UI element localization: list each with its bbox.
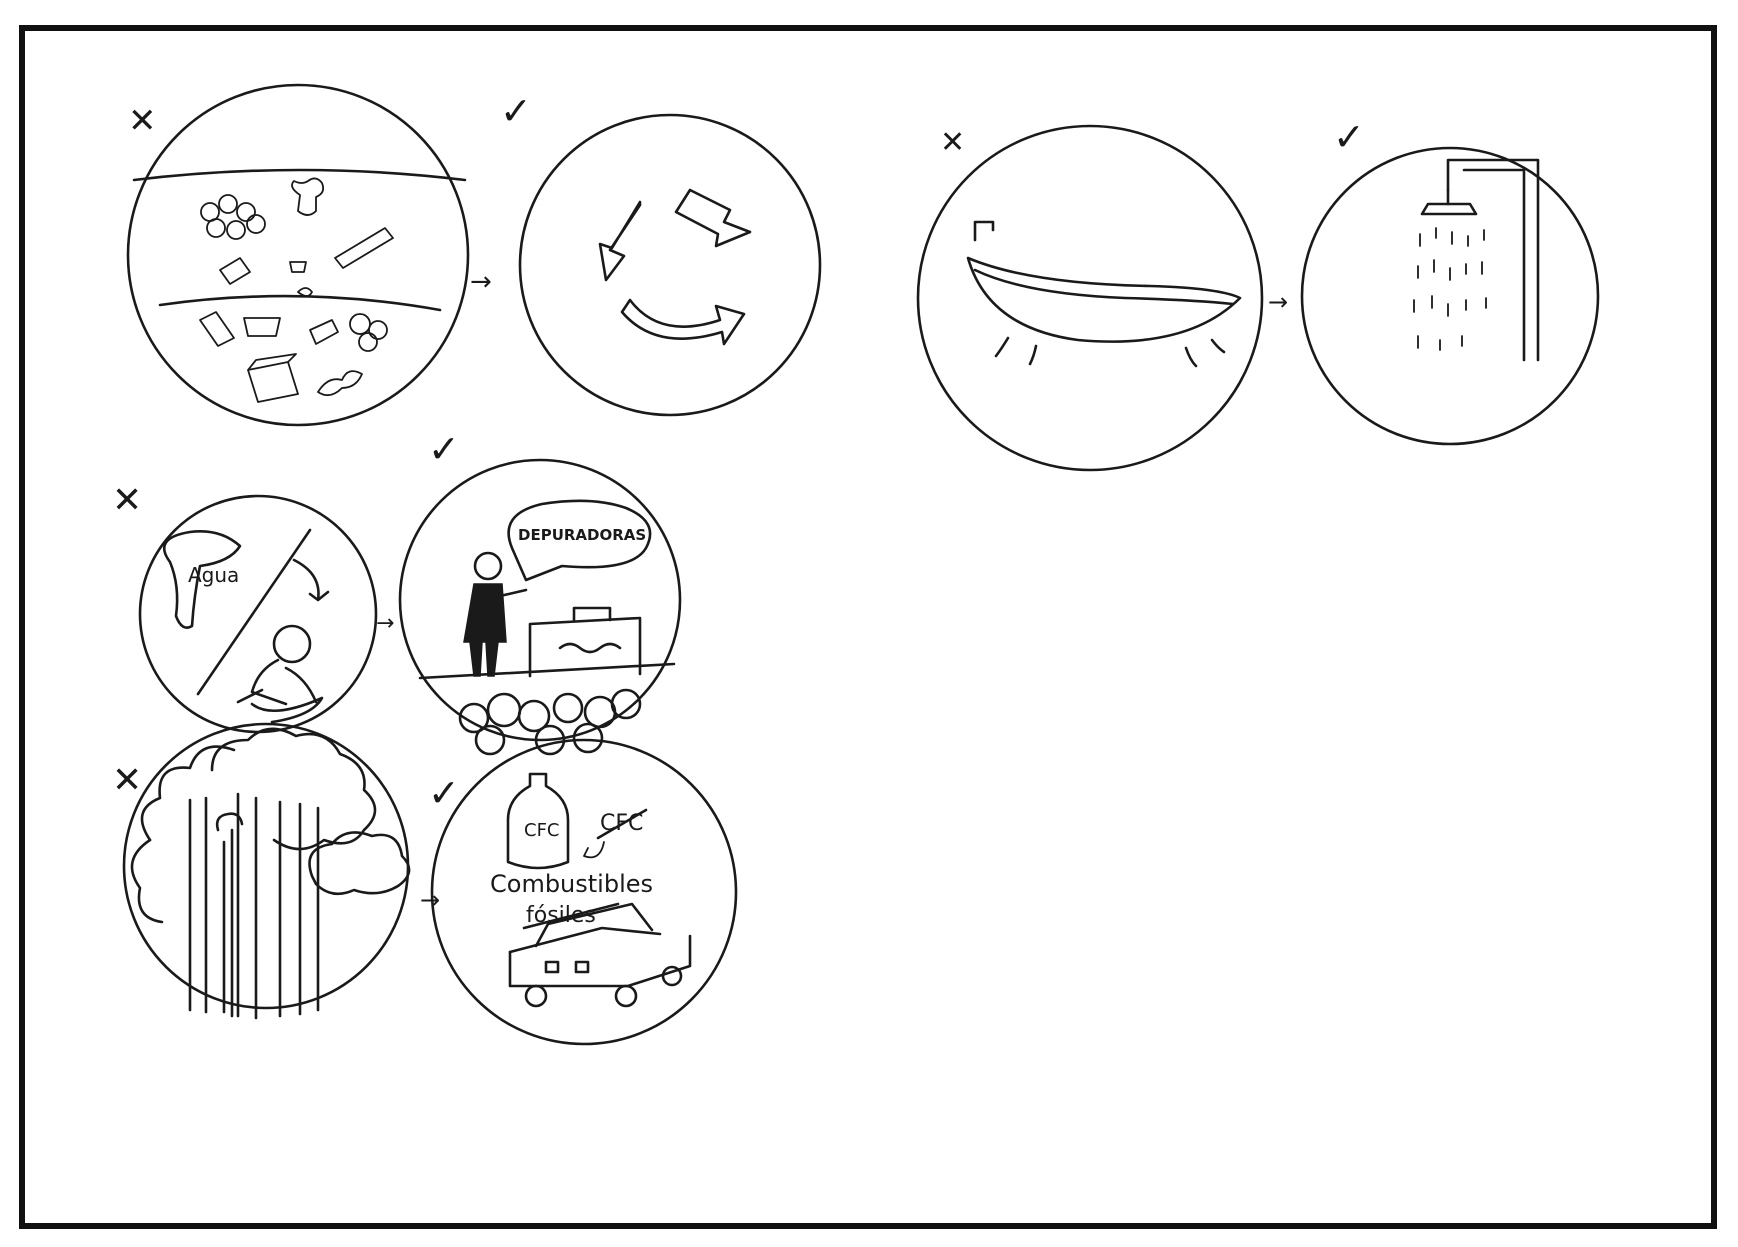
bottle-icon [506, 772, 570, 870]
trash-icon [199, 177, 394, 403]
speaker-icon [463, 551, 528, 677]
panel-factory-smoke [122, 722, 411, 1020]
bad-mark: ✕ [128, 101, 157, 141]
speech-bubble-text: DEPURADORAS [518, 526, 646, 544]
smoke-cloud-icon [130, 727, 411, 924]
vehicle-icon [508, 902, 692, 1008]
bad-mark: ✕ [940, 125, 965, 160]
panel-clean-transport: CFC CFC Combustibles fósiles [430, 738, 738, 1046]
agua-label: Agua [188, 563, 239, 587]
bad-mark: ✕ [112, 480, 142, 521]
good-mark: ✓ [1333, 115, 1365, 159]
shower-icon [1420, 158, 1540, 362]
arrow-right: → [420, 886, 440, 914]
good-mark: ✓ [428, 771, 460, 815]
pair-recycling: ✕ ✓ → [126, 83, 822, 427]
bathtub-icon [966, 220, 1242, 368]
good-mark: ✓ [500, 89, 532, 133]
bad-mark: ✕ [112, 760, 142, 801]
arrow-right: → [376, 611, 394, 636]
panel-recycle [518, 113, 822, 417]
pair-shower: ✕ ✓ → [916, 115, 1600, 472]
panel-bathtub [916, 124, 1264, 472]
pair-treatment: ✕ ✓ Agua → DEPURADORAS [112, 427, 682, 756]
smokestack-icon [188, 792, 320, 1020]
recycle-icon [598, 188, 752, 346]
good-mark: ✓ [428, 427, 460, 471]
sheet-frame [19, 25, 1717, 1229]
plant-building-icon [528, 606, 642, 678]
panel-treatment-plant: DEPURADORAS [398, 458, 682, 756]
person-icon [236, 624, 324, 724]
fuel-label-line1: Combustibles [490, 870, 653, 898]
cfc-bottle-label: CFC [524, 820, 560, 841]
panel-shower [1300, 146, 1600, 446]
water-drops [1413, 227, 1487, 351]
pair-emissions: ✕ ✓ → CFC CFC [112, 722, 738, 1046]
audience-icon [458, 688, 642, 756]
arrow-right: → [1268, 288, 1288, 316]
arrow-right: → [470, 267, 492, 297]
panel-polluted-water [126, 83, 470, 427]
